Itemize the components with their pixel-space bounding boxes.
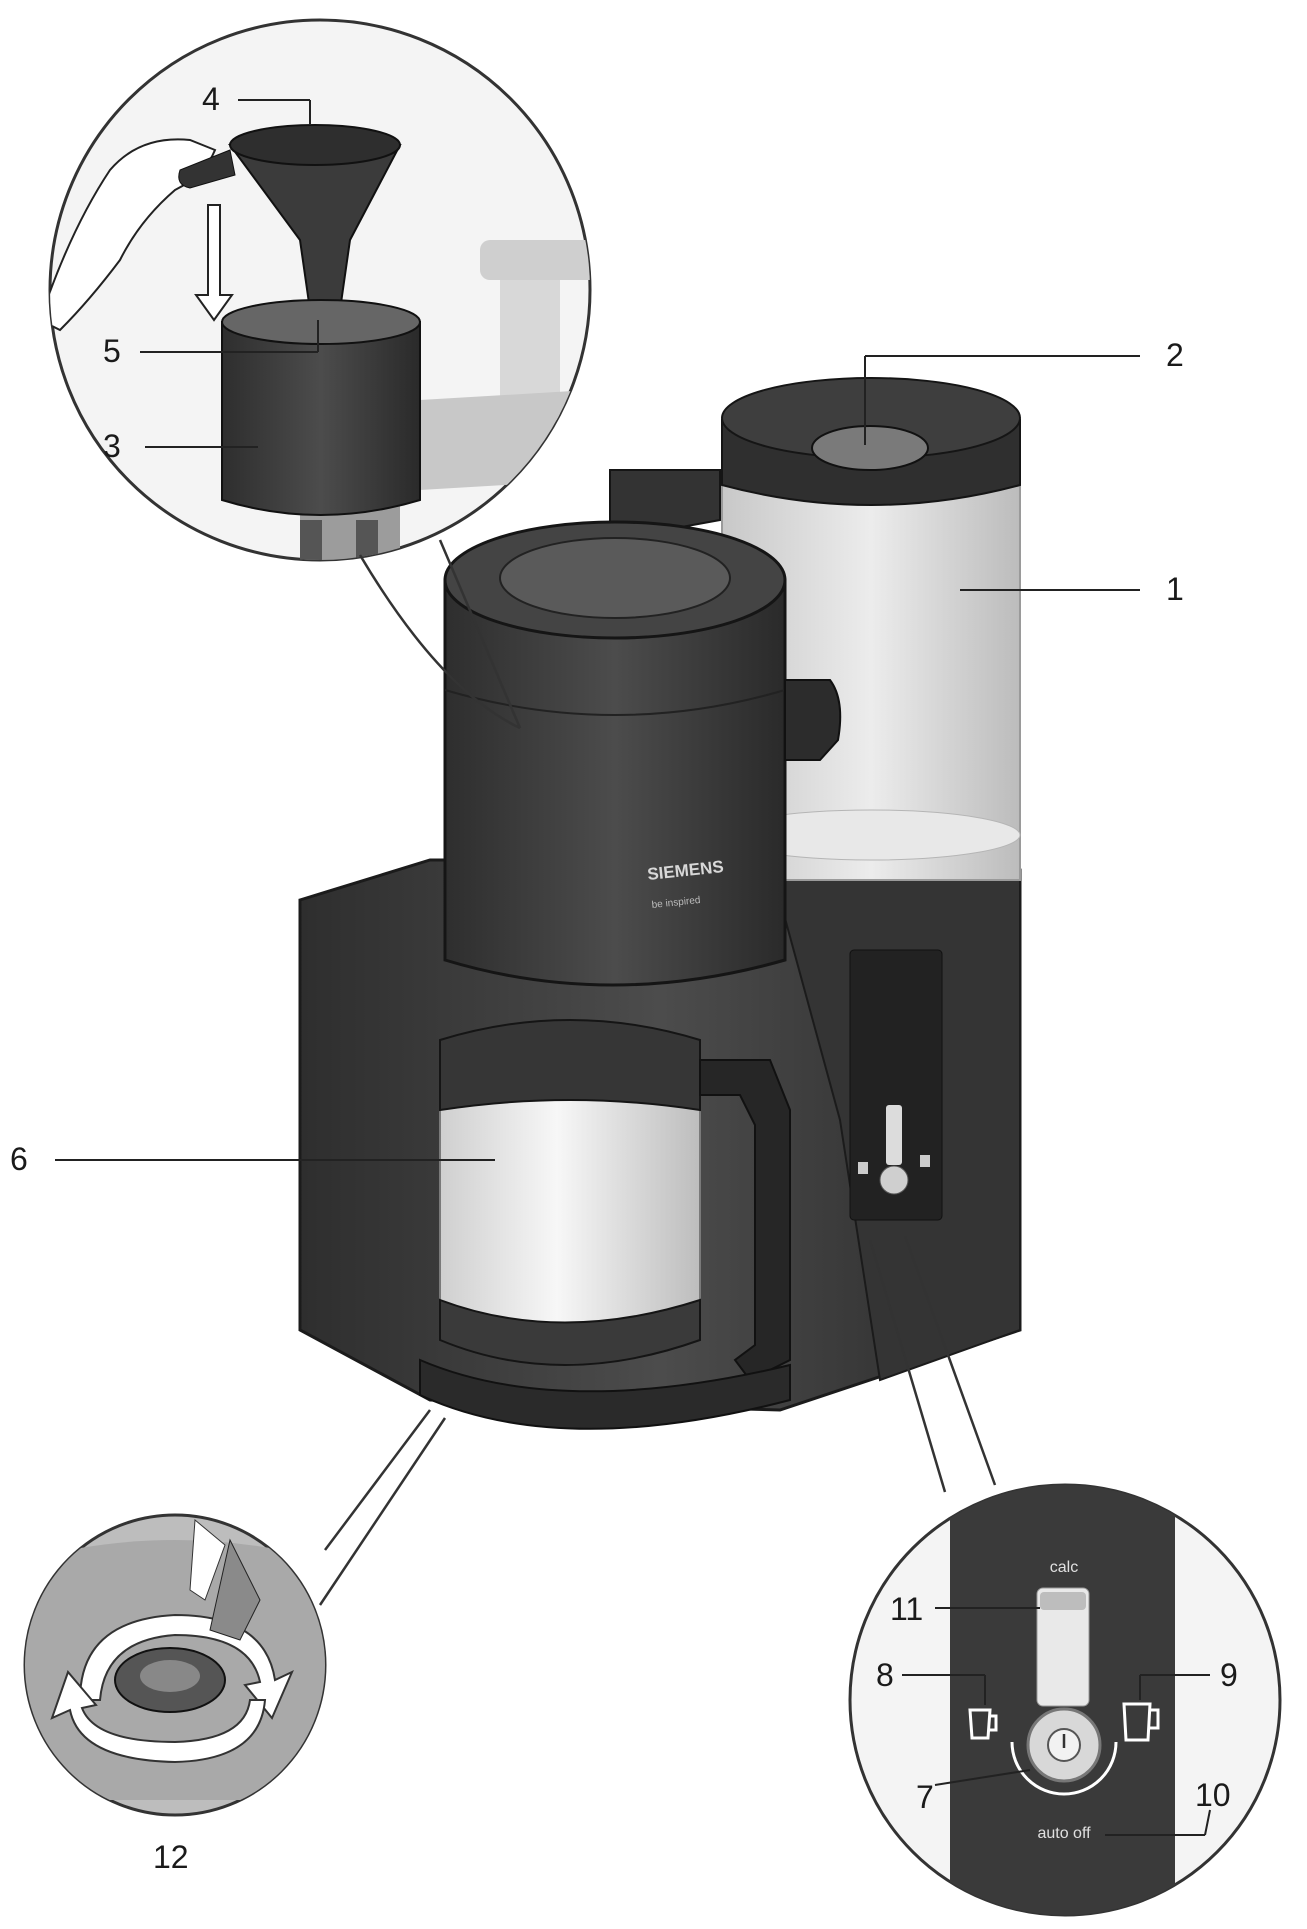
callout-3: 3: [103, 428, 121, 464]
callout-12: 12: [153, 1839, 189, 1875]
carafe-handle: [699, 1059, 791, 1382]
leader-lines: [55, 99, 1211, 1836]
rotate-arrow-icon: [78, 1613, 294, 1720]
callout-4: 4: [202, 81, 220, 117]
small-cup-icon: [968, 1708, 998, 1740]
inset-filter-detail: [48, 18, 592, 562]
callout-5: 5: [103, 333, 121, 369]
callout-6: 6: [10, 1141, 28, 1177]
callout-7: 7: [916, 1779, 934, 1815]
tank-lid-opening: [811, 425, 929, 471]
power-button-small[interactable]: [879, 1165, 909, 1195]
insert-arrow-icon: [194, 204, 234, 322]
callout-10: 10: [1195, 1777, 1231, 1813]
brand-tagline: be inspired: [651, 895, 701, 911]
calc-label: calc: [1050, 1559, 1078, 1576]
callout-2: 2: [1166, 337, 1184, 373]
coffee-maker-body: SIEMENS be inspired: [298, 377, 1022, 1430]
filter-holder-handle: [784, 679, 842, 761]
callout-9: 9: [1220, 1657, 1238, 1693]
control-strip: [849, 949, 943, 1221]
filter-holder: [443, 578, 787, 987]
inset-drip-stop: [23, 1513, 327, 1817]
inset-control-panel: calc auto off: [848, 1483, 1282, 1917]
callout-labels: 4 2 5 3 1 6 11 8 9 7 10 12: [10, 81, 1238, 1875]
callout-1: 1: [1166, 571, 1184, 607]
calc-indicator: [1036, 1587, 1090, 1707]
drip-plate: [419, 1358, 791, 1430]
callout-11: 11: [890, 1591, 923, 1627]
filter-insert: [221, 321, 421, 516]
thermal-carafe-body: [439, 1089, 701, 1349]
callout-8: 8: [876, 1657, 894, 1693]
large-cup-icon: [1122, 1702, 1160, 1742]
calc-indicator-small: [886, 1105, 902, 1165]
auto-off-label: auto off: [1037, 1825, 1091, 1842]
